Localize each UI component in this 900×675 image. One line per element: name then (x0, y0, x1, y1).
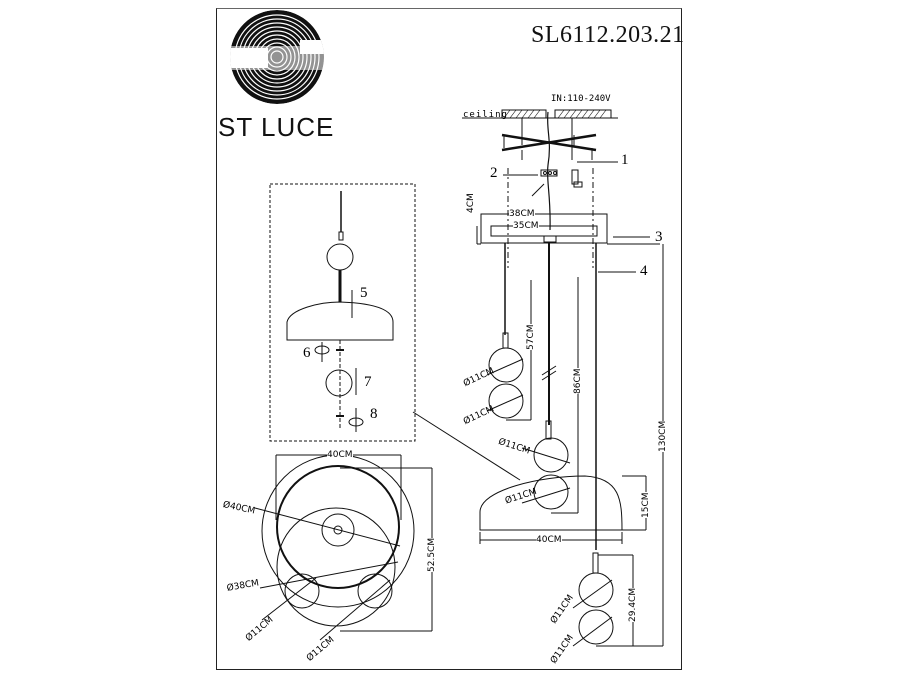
exploded-detail-view (269, 183, 416, 442)
dim-short-drop: 57CM (526, 324, 536, 350)
dim-total-drop: 130CM (658, 420, 668, 452)
elevation-view (412, 109, 664, 647)
dim-top-view-depth: 52.5CM (427, 537, 437, 572)
dim-middle-drop: 86CM (573, 368, 583, 394)
dim-bottom-pendant-height: 29.4CM (628, 587, 638, 622)
model-number: SL6112.203.21 (531, 22, 685, 48)
callout-4: 4 (640, 263, 648, 279)
callout-7: 7 (364, 374, 372, 390)
top-view (254, 454, 433, 641)
callout-6: 6 (303, 345, 311, 361)
callout-3: 3 (655, 229, 663, 245)
callout-5: 5 (360, 285, 368, 301)
dim-shade-height: 15CM (641, 492, 651, 518)
dim-canopy-height: 4CM (466, 193, 476, 213)
callout-1: 1 (621, 152, 629, 168)
st-luce-logo-icon (230, 10, 324, 104)
dim-canopy-inner-width: 35CM (513, 221, 539, 231)
dim-shade-width: 40CM (536, 535, 562, 545)
dim-canopy-outer-width: 38CM (509, 209, 535, 219)
input-voltage-label: IN:110-240V (551, 94, 611, 104)
brand-name: ST LUCE (218, 112, 335, 142)
callout-8: 8 (370, 406, 378, 422)
dim-top-view-width: 40CM (327, 450, 353, 460)
callout-2: 2 (490, 165, 498, 181)
ceiling-label: ceiling (463, 110, 508, 120)
